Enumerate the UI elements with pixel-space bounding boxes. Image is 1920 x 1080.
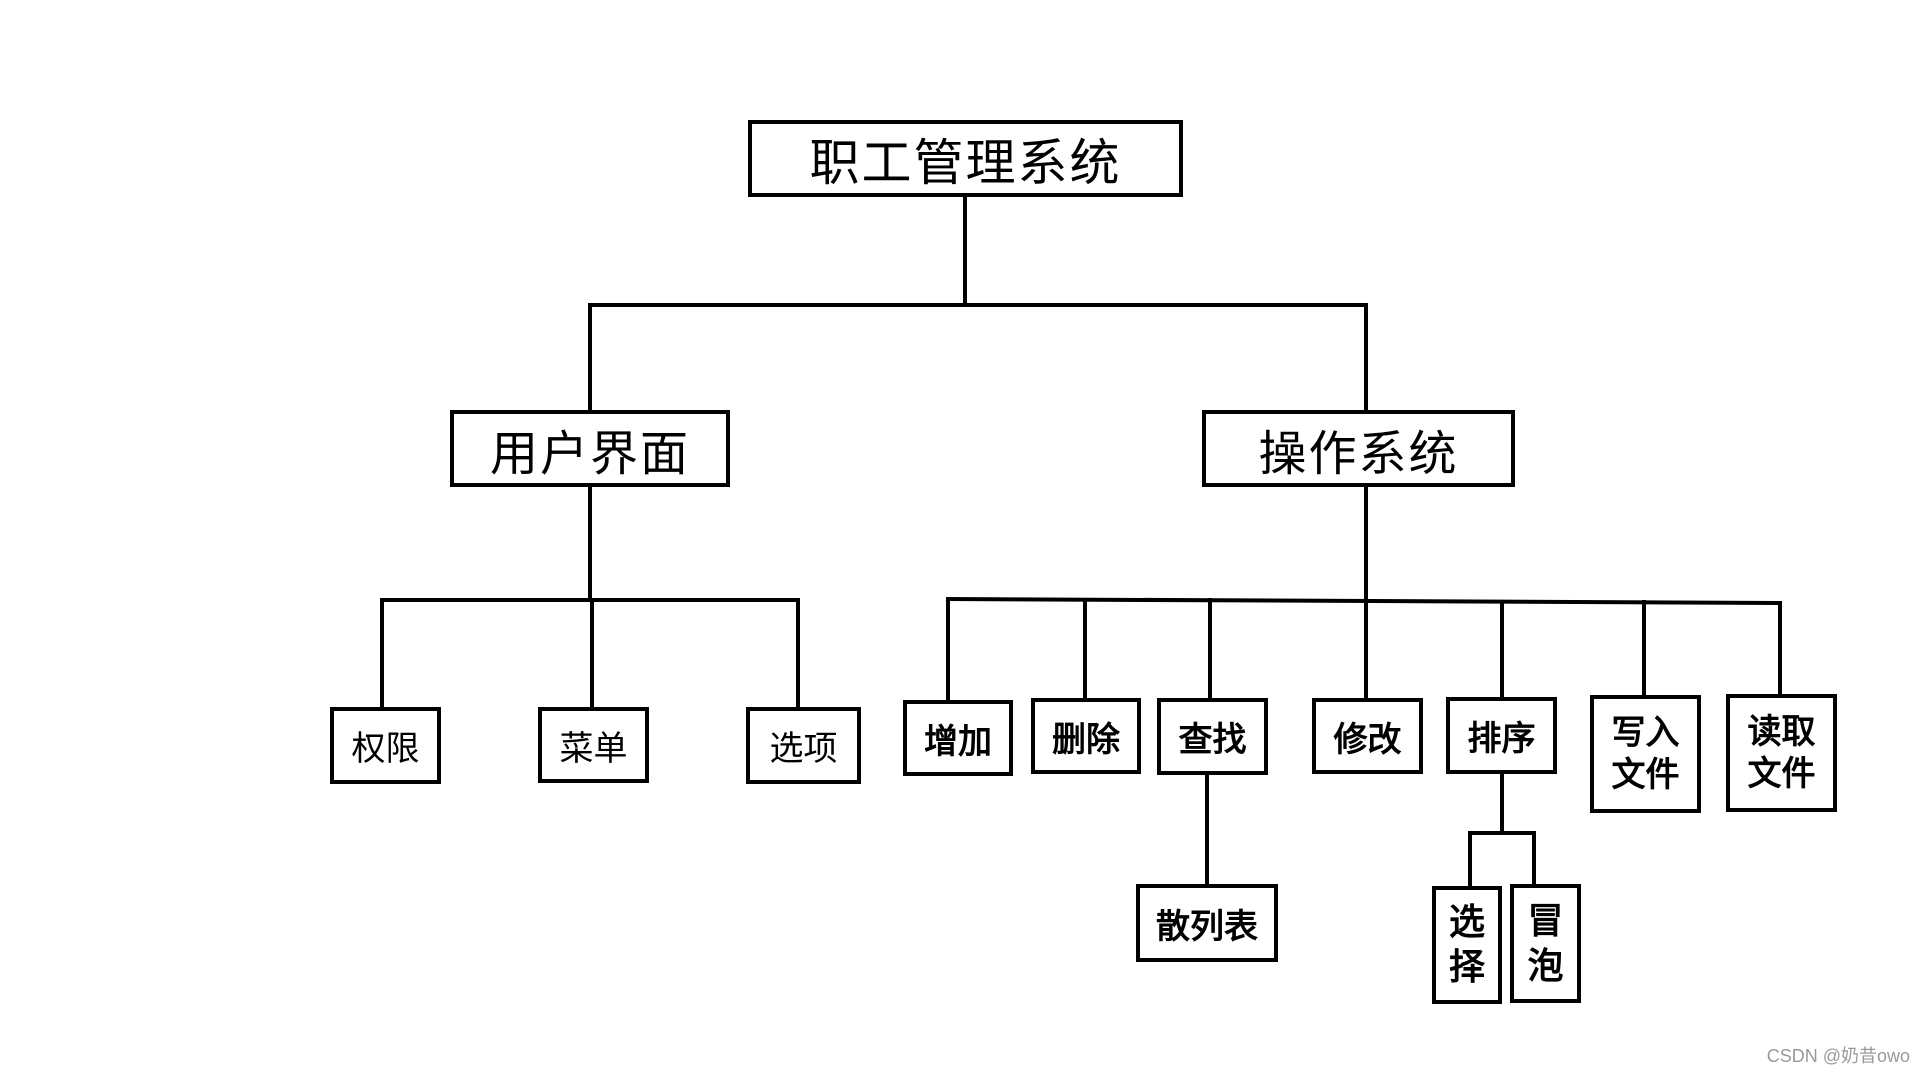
node-label: 选择 xyxy=(1448,902,1485,988)
node-label: 读取文件 xyxy=(1747,711,1816,795)
node-label: 菜单 xyxy=(559,728,628,769)
node-menu: 菜单 xyxy=(538,707,649,783)
node-bubble-sort: 冒泡 xyxy=(1510,884,1581,1003)
node-modify: 修改 xyxy=(1312,698,1423,774)
node-root: 职工管理系统 xyxy=(748,120,1183,197)
node-options: 选项 xyxy=(746,707,861,784)
node-permission: 权限 xyxy=(330,707,441,784)
node-label: 权限 xyxy=(351,729,420,769)
node-sort: 排序 xyxy=(1446,697,1557,774)
node-label: 排序 xyxy=(1467,719,1536,759)
node-find: 查找 xyxy=(1157,698,1268,775)
node-label: 删除 xyxy=(1052,719,1120,760)
node-write-file: 写入文件 xyxy=(1590,695,1701,813)
node-selection-sort: 选择 xyxy=(1432,886,1502,1004)
watermark: CSDN @奶昔owo xyxy=(1766,1046,1910,1066)
node-label: 散列表 xyxy=(1156,906,1258,947)
node-label: 冒泡 xyxy=(1527,900,1564,987)
node-label: 选项 xyxy=(769,729,838,769)
node-delete: 删除 xyxy=(1031,698,1141,774)
node-label: 操作系统 xyxy=(1258,425,1459,482)
node-hash-table: 散列表 xyxy=(1136,884,1278,962)
node-read-file: 读取文件 xyxy=(1726,694,1837,812)
node-label: 修改 xyxy=(1333,719,1402,760)
node-label: 查找 xyxy=(1178,720,1247,760)
node-user-interface: 用户界面 xyxy=(450,410,730,487)
node-label: 写入文件 xyxy=(1611,712,1680,796)
node-label: 增加 xyxy=(924,721,992,762)
node-label: 职工管理系统 xyxy=(809,133,1122,192)
node-label: 用户界面 xyxy=(489,425,690,482)
node-add: 增加 xyxy=(903,700,1013,776)
node-operating-system: 操作系统 xyxy=(1202,410,1515,487)
